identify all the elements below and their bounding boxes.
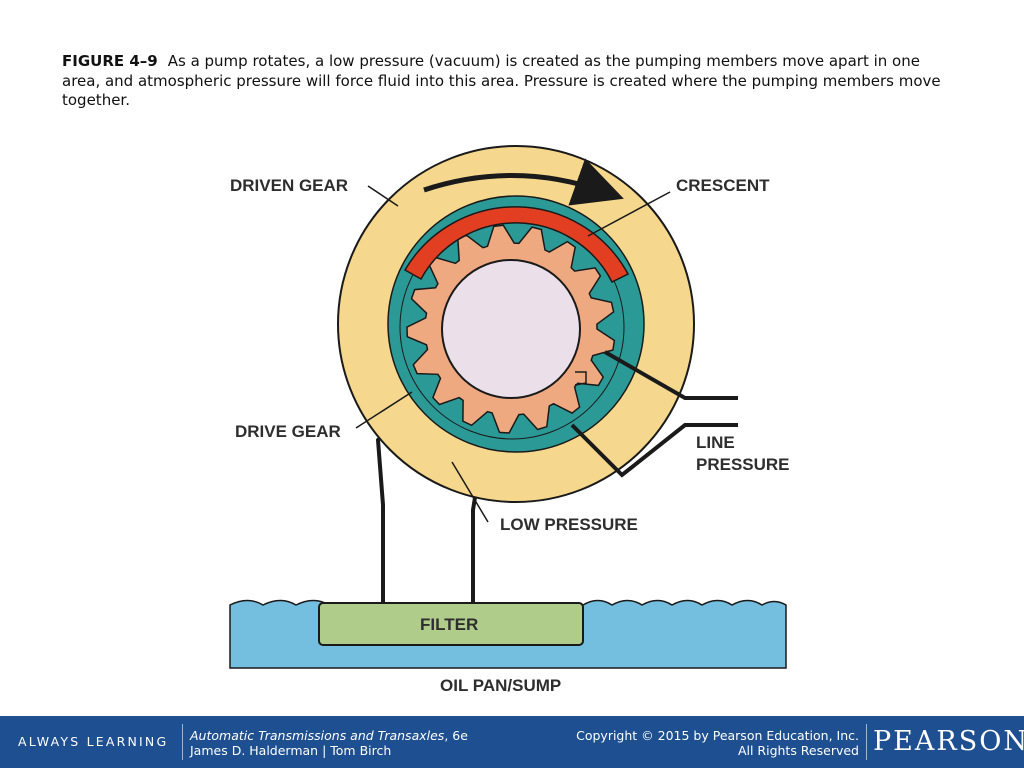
pearson-logo: PEARSON [873, 726, 1024, 757]
label-crescent: CRESCENT [676, 176, 770, 195]
leader-lines [355, 185, 671, 523]
rights-line: All Rights Reserved [737, 743, 859, 758]
label-line-pressure-line: LINE [696, 433, 735, 452]
footer-divider-right [866, 724, 867, 760]
always-learning-text: ALWAYS LEARNING [18, 734, 169, 749]
crescent-shape [403, 206, 630, 284]
gear-pump-diagram: DRIVEN GEAR CRESCENT DRIVE GEAR LINE PRE… [229, 145, 790, 695]
label-line-pressure-pressure: PRESSURE [696, 455, 790, 474]
book-info: Automatic Transmissions and Transaxles, … [190, 728, 468, 758]
book-edition: , 6e [444, 728, 468, 743]
caption-text: As a pump rotates, a low pressure (vacuu… [62, 52, 941, 109]
label-drive-gear: DRIVE GEAR [235, 422, 341, 441]
filter-element [318, 602, 584, 646]
figure-label: FIGURE 4–9 [62, 52, 158, 70]
shaft-key [574, 371, 587, 386]
rotation-arrow [423, 158, 624, 206]
label-low-pressure: LOW PRESSURE [500, 515, 638, 534]
copyright-line: Copyright © 2015 by Pearson Education, I… [576, 728, 859, 743]
outlet-passage [570, 350, 738, 478]
book-title: Automatic Transmissions and Transaxles [190, 728, 445, 743]
label-driven-gear: DRIVEN GEAR [230, 176, 348, 195]
copyright-info: Copyright © 2015 by Pearson Education, I… [576, 728, 859, 758]
label-oil-pan: OIL PAN/SUMP [440, 676, 561, 695]
footer-divider-left [182, 724, 183, 760]
shaft-bore [441, 259, 581, 399]
book-authors: James D. Halderman | Tom Birch [190, 743, 392, 758]
footer-bar: ALWAYS LEARNING Automatic Transmissions … [0, 716, 1024, 768]
label-filter: FILTER [420, 615, 478, 634]
